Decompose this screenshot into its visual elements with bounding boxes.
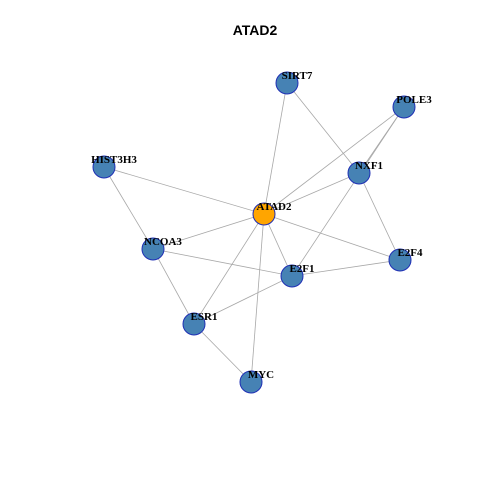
node-atad2: ATAD2 [252,201,292,226]
node-nxf1: NXF1 [347,160,383,185]
edge-atad2-hist3h3 [103,166,265,215]
node-circle-ncoa3 [141,237,165,261]
node-sirt7: SIRT7 [275,70,313,95]
edge-esr1-myc [193,323,252,383]
node-label-sirt7: SIRT7 [282,70,313,82]
edge-pole3-e2f1 [291,106,405,277]
edge-atad2-esr1 [193,213,265,325]
node-circle-esr1 [182,312,206,336]
node-myc: MYC [239,369,274,394]
node-pole3: POLE3 [392,94,432,119]
edge-atad2-ncoa3 [152,213,265,250]
node-circle-sirt7 [275,71,299,95]
edge-nxf1-e2f4 [358,172,401,261]
node-circle-pole3 [392,95,416,119]
edge-e2f1-e2f4 [291,259,401,277]
edge-layer [103,82,405,383]
edge-e2f1-esr1 [193,275,293,325]
edge-atad2-e2f4 [263,213,401,261]
node-label-hist3h3: HIST3H3 [91,154,137,166]
edge-hist3h3-ncoa3 [103,166,154,250]
node-circle-e2f4 [388,248,412,272]
node-circle-nxf1 [347,161,371,185]
node-circle-e2f1 [280,264,304,288]
diagram-title: ATAD2 [233,22,278,38]
node-label-esr1: ESR1 [191,311,218,323]
node-label-e2f4: E2F4 [397,247,423,259]
node-hist3h3: HIST3H3 [91,154,137,179]
edge-sirt7-nxf1 [286,82,360,174]
node-label-e2f1: E2F1 [289,263,314,275]
node-label-myc: MYC [248,369,274,381]
node-esr1: ESR1 [182,311,218,336]
node-label-nxf1: NXF1 [355,160,383,172]
node-e2f4: E2F4 [388,247,423,272]
node-label-ncoa3: NCOA3 [144,236,182,248]
node-label-pole3: POLE3 [396,94,432,106]
edge-atad2-myc [250,213,265,383]
edge-atad2-nxf1 [263,172,360,215]
node-ncoa3: NCOA3 [141,236,182,261]
edge-ncoa3-e2f1 [152,248,293,277]
node-circle-myc [239,370,263,394]
node-e2f1: E2F1 [280,263,315,288]
edge-ncoa3-esr1 [152,248,195,325]
edge-atad2-pole3 [263,106,405,215]
node-circle-atad2 [252,202,276,226]
node-circle-hist3h3 [92,155,116,179]
node-label-atad2: ATAD2 [256,201,292,213]
edge-atad2-sirt7 [263,82,288,215]
